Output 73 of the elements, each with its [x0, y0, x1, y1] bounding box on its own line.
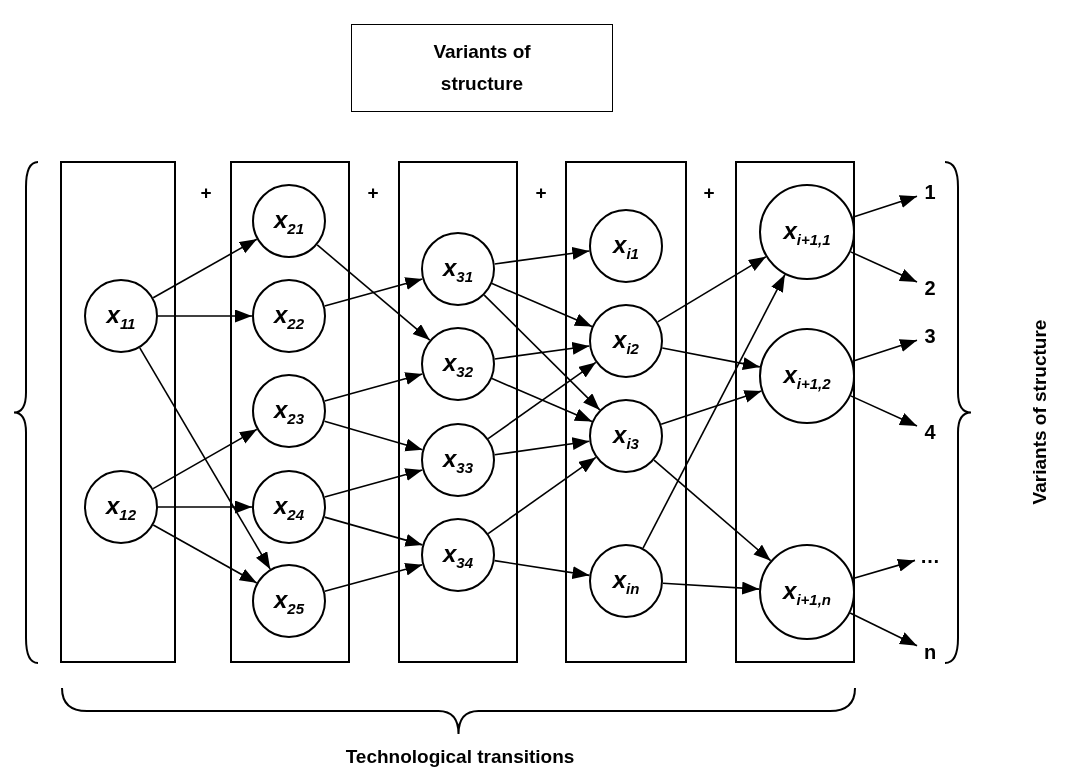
state-label: x$_{i+1,n}$ [783, 576, 831, 608]
axis-caption: Technological transitions [345, 746, 575, 768]
arrow [660, 390, 763, 426]
state-label: x$_{in}$ [612, 565, 640, 597]
plus-sign: + [535, 182, 547, 204]
arrow [323, 420, 424, 452]
variant-number: n [923, 640, 937, 664]
plus-sign: + [367, 182, 379, 204]
arrow [323, 277, 424, 307]
arrow [323, 516, 424, 547]
axis-caption: Variants of structure [1029, 319, 1051, 505]
state-label: x$_{33}$ [442, 444, 473, 476]
variant-number: 1 [924, 180, 936, 204]
arrow [849, 395, 918, 427]
variant-number: 4 [924, 420, 936, 444]
heading-box [351, 24, 613, 112]
state-circle [759, 184, 855, 280]
state-label: x$_{21}$ [273, 205, 304, 237]
arrow [852, 558, 916, 580]
stage-column [565, 161, 687, 663]
arrow [661, 347, 761, 371]
state-label: x$_{24}$ [273, 491, 304, 523]
state-label: x$_{12}$ [105, 491, 136, 523]
arrow [851, 339, 918, 362]
state-label: x$_{i2}$ [613, 325, 639, 357]
arrow [662, 581, 760, 595]
arrow [152, 238, 258, 299]
state-label: x$_{34}$ [442, 539, 473, 571]
state-label: x$_{i3}$ [613, 420, 639, 452]
arrow [491, 282, 593, 328]
arrow [487, 361, 597, 440]
arrow [653, 459, 772, 562]
stage-column [230, 161, 350, 663]
arrow [493, 341, 591, 360]
arrow [642, 273, 786, 549]
state-label: x$_{23}$ [273, 395, 304, 427]
stage-column [398, 161, 518, 663]
state-label: x$_{i+1,1}$ [783, 216, 831, 248]
arrow [152, 524, 258, 584]
variant-number: 3 [924, 324, 936, 348]
plus-sign: + [200, 182, 212, 204]
arrow [139, 347, 271, 570]
state-label: x$_{32}$ [442, 348, 473, 380]
heading-text: Variants of structure [432, 40, 532, 96]
variant-number: … [920, 544, 940, 568]
arrow [851, 195, 918, 218]
arrow [493, 437, 591, 456]
arrow [323, 372, 424, 402]
state-label: x$_{11}$ [106, 300, 136, 332]
arrow [656, 255, 767, 323]
arrow [493, 246, 591, 265]
variant-number: 2 [924, 276, 936, 300]
stage-column [60, 161, 176, 663]
arrow [491, 377, 593, 423]
arrow [152, 428, 258, 490]
arrow [849, 251, 918, 283]
arrow [157, 500, 253, 514]
arrow [323, 468, 424, 498]
state-label: x$_{i+1,2}$ [783, 360, 831, 392]
state-circle [589, 399, 663, 473]
arrow [849, 612, 918, 647]
state-label: x$_{22}$ [273, 300, 304, 332]
state-label: x$_{31}$ [442, 253, 473, 285]
arrow [316, 244, 431, 341]
arrow [483, 294, 601, 411]
arrow [323, 562, 424, 593]
arrow [487, 456, 597, 535]
state-label: x$_{25}$ [273, 585, 304, 617]
arrow [493, 559, 591, 580]
stage-column [735, 161, 855, 663]
state-label: x$_{i1}$ [613, 230, 639, 262]
arrow [157, 309, 253, 323]
plus-sign: + [703, 182, 715, 204]
